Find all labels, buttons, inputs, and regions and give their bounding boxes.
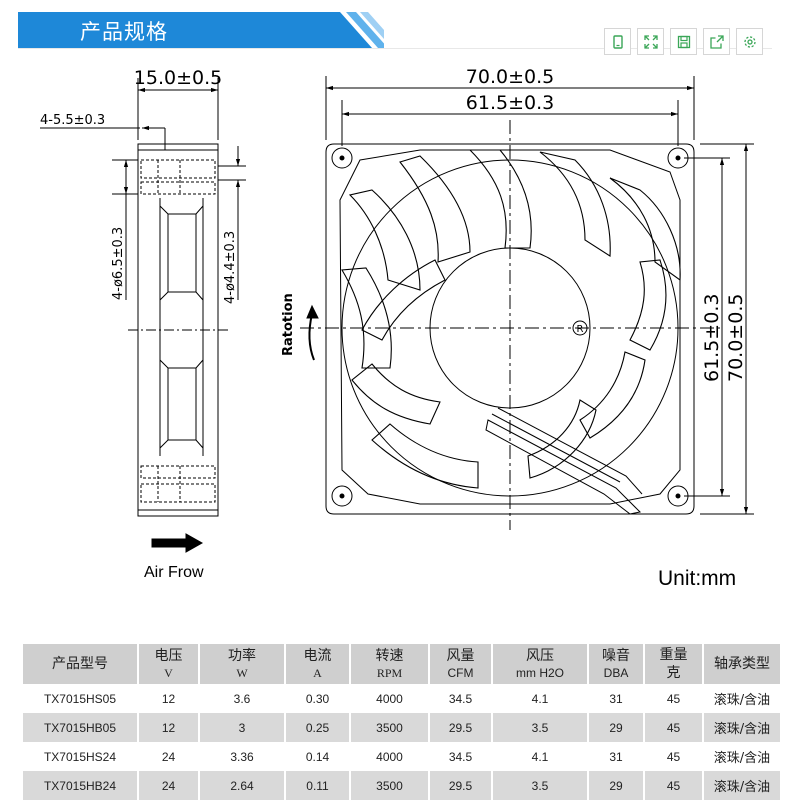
table-row: TX7015HS24 24 3.36 0.14 4000 34.5 4.1 31… [23, 742, 782, 771]
front-view [300, 76, 754, 530]
share-button[interactable] [703, 28, 730, 55]
save-button[interactable] [670, 28, 697, 55]
airflow-label: Air Frow [144, 564, 204, 581]
cell-current: 0.14 [286, 742, 351, 771]
dim-slot: 4-5.5±0.3 [40, 113, 105, 128]
cell-voltage: 12 [139, 713, 200, 742]
cell-noise: 31 [589, 742, 645, 771]
table-row: TX7015HB24 24 2.64 0.11 3500 29.5 3.5 29… [23, 771, 782, 800]
cell-current: 0.11 [286, 771, 351, 800]
cell-bearing: 滚珠/含油 [704, 742, 782, 771]
cell-current: 0.25 [286, 713, 351, 742]
cell-airflow: 34.5 [430, 684, 493, 713]
cell-model: TX7015HS05 [23, 684, 139, 713]
mobile-button[interactable] [604, 28, 631, 55]
col-model: 产品型号 [23, 644, 139, 684]
toolbar [604, 28, 763, 55]
expand-button[interactable] [637, 28, 664, 55]
cell-speed: 4000 [351, 684, 430, 713]
cell-weight: 45 [645, 771, 704, 800]
cell-noise: 29 [589, 713, 645, 742]
col-bearing: 轴承类型 [704, 644, 782, 684]
cell-power: 3 [200, 713, 286, 742]
header-divider [18, 48, 772, 49]
cell-voltage: 12 [139, 684, 200, 713]
cell-model: TX7015HS24 [23, 742, 139, 771]
cell-bearing: 滚珠/含油 [704, 684, 782, 713]
dim-width-inner: 61.5±0.3 [466, 92, 554, 114]
dim-thickness: 15.0±0.5 [134, 67, 222, 89]
fan-drawing: 15.0±0.5 4-5.5±0.3 4-ø6.5±0.3 4-ø4.4±0.3… [40, 66, 754, 590]
cell-power: 3.6 [200, 684, 286, 713]
cell-noise: 29 [589, 771, 645, 800]
cell-pressure: 4.1 [493, 684, 589, 713]
dim-hole-right: 4-ø4.4±0.3 [223, 231, 238, 304]
cell-speed: 3500 [351, 713, 430, 742]
share-icon [709, 34, 724, 49]
cell-airflow: 34.5 [430, 742, 493, 771]
airflow-arrow [151, 533, 204, 553]
cell-speed: 4000 [351, 742, 430, 771]
cell-weight: 45 [645, 713, 704, 742]
settings-icon [743, 35, 756, 48]
rotation-label: Ratotion [281, 293, 296, 356]
cell-model: TX7015HB05 [23, 713, 139, 742]
cell-airflow: 29.5 [430, 771, 493, 800]
section-banner [18, 12, 384, 48]
cell-bearing: 滚珠/含油 [704, 713, 782, 742]
side-view [40, 78, 246, 517]
table-row: TX7015HS05 12 3.6 0.30 4000 34.5 4.1 31 … [23, 684, 782, 713]
settings-button[interactable] [736, 28, 763, 55]
cell-voltage: 24 [139, 742, 200, 771]
dim-height-outer: 70.0±0.5 [725, 294, 747, 382]
cell-pressure: 4.1 [493, 742, 589, 771]
cell-model: TX7015HB24 [23, 771, 139, 800]
cell-weight: 45 [645, 684, 704, 713]
dim-width-outer: 70.0±0.5 [466, 66, 554, 88]
cell-weight: 45 [645, 742, 704, 771]
dim-hole-left: 4-ø6.5±0.3 [111, 227, 126, 300]
page-title: 产品规格 [80, 20, 168, 44]
mobile-icon [612, 34, 623, 49]
cell-airflow: 29.5 [430, 713, 493, 742]
cell-speed: 3500 [351, 771, 430, 800]
expand-icon [643, 34, 658, 49]
unit-label: Unit:mm [658, 567, 736, 590]
col-weight: 重量克 [645, 644, 704, 684]
cell-pressure: 3.5 [493, 713, 589, 742]
save-icon [677, 35, 690, 48]
cell-voltage: 24 [139, 771, 200, 800]
dim-height-inner: 61.5±0.3 [701, 294, 723, 382]
registered-mark: R [577, 324, 584, 335]
cell-power: 3.36 [200, 742, 286, 771]
cell-pressure: 3.5 [493, 771, 589, 800]
table-row: TX7015HB05 12 3 0.25 3500 29.5 3.5 29 45… [23, 713, 782, 742]
cell-power: 2.64 [200, 771, 286, 800]
cell-noise: 31 [589, 684, 645, 713]
cell-bearing: 滚珠/含油 [704, 771, 782, 800]
cell-current: 0.30 [286, 684, 351, 713]
